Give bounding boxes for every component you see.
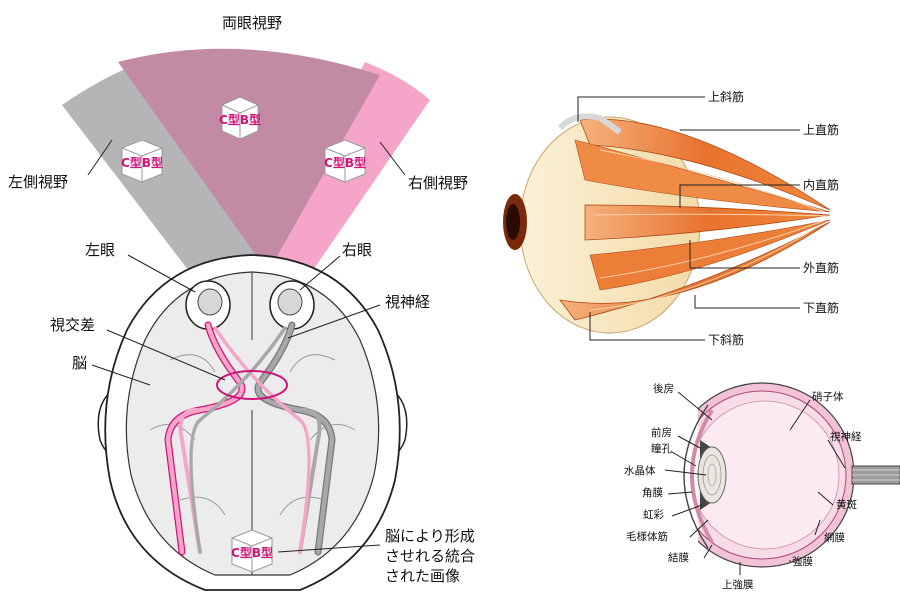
label-superior-oblique: 上斜筋 [708, 89, 744, 104]
label-lateral-rectus: 外直筋 [803, 260, 839, 275]
label-optic-chiasm: 視交差 [50, 316, 95, 334]
left-visual-field [62, 52, 290, 292]
label-retina: 網膜 [824, 531, 845, 544]
muscle-fibers [589, 149, 829, 311]
label-integrated-1: 脳により形成 [385, 527, 475, 545]
label-iris: 虹彩 [643, 509, 664, 521]
label-binocular-field: 両眼視野 [222, 14, 282, 32]
label-right-field: 右側視野 [408, 174, 468, 192]
conjunctiva-arc [690, 408, 714, 544]
label-integrated-2: させれる統合 [385, 547, 475, 565]
label-left-field: 左側視野 [8, 173, 68, 191]
optic-chiasm-marker [216, 370, 288, 400]
trochlea-tendon [557, 113, 622, 135]
optic-pathways [164, 321, 336, 556]
label-ciliary-body: 毛様体筋 [626, 530, 668, 543]
label-medial-rectus: 内直筋 [803, 177, 839, 192]
label-pupil: 瞳孔 [651, 442, 672, 455]
cube-left-label: C型B型 [121, 155, 163, 170]
label-optic-nerve-left: 視神経 [385, 293, 430, 311]
inferior-rectus-muscle [559, 221, 831, 321]
label-episclera: 上強膜 [722, 578, 754, 591]
binocular-visual-field [118, 48, 380, 273]
eyeball-leader-lines [664, 391, 846, 575]
label-vitreous-body: 硝子体 [812, 390, 844, 403]
eye-muscle-illustration [503, 113, 831, 334]
lateral-rectus-muscle [589, 219, 831, 291]
superior-rectus-muscle [579, 118, 831, 211]
medial-rectus-muscle [584, 204, 831, 241]
label-right-eye: 右眼 [342, 241, 372, 259]
label-inferior-oblique: 下斜筋 [708, 332, 744, 347]
eyeball-cross-section [668, 382, 900, 568]
left-leader-lines [87, 139, 406, 553]
cornea-arc [683, 404, 709, 549]
pupil-front [506, 204, 520, 240]
label-inferior-rectus: 下直筋 [803, 300, 839, 315]
cube-left: C型B型 [121, 139, 163, 183]
label-integrated-3: された画像 [385, 567, 460, 585]
cube-top-label: C型B型 [219, 112, 261, 127]
cube-right: C型B型 [324, 139, 366, 183]
lens [697, 446, 727, 504]
label-posterior-chamber: 後房 [653, 382, 674, 395]
cube-right-label: C型B型 [324, 155, 366, 170]
label-conjunctiva: 結膜 [668, 551, 689, 564]
cube-integrated: C型B型 [231, 529, 273, 573]
label-anterior-chamber: 前房 [651, 426, 672, 439]
label-brain: 脳 [72, 354, 87, 372]
cube-integrated-label: C型B型 [231, 545, 273, 560]
label-superior-rectus: 上直筋 [803, 122, 839, 137]
label-cornea: 角膜 [642, 487, 663, 499]
muscle-leader-lines [577, 96, 800, 341]
cube-top: C型B型 [219, 96, 261, 140]
label-optic-nerve-right: 視神経 [830, 430, 862, 443]
label-sclera: 強膜 [792, 555, 813, 568]
label-macula: 黄斑 [836, 498, 857, 511]
label-left-eye: 左眼 [85, 241, 115, 259]
label-lens: 水晶体 [624, 465, 656, 477]
